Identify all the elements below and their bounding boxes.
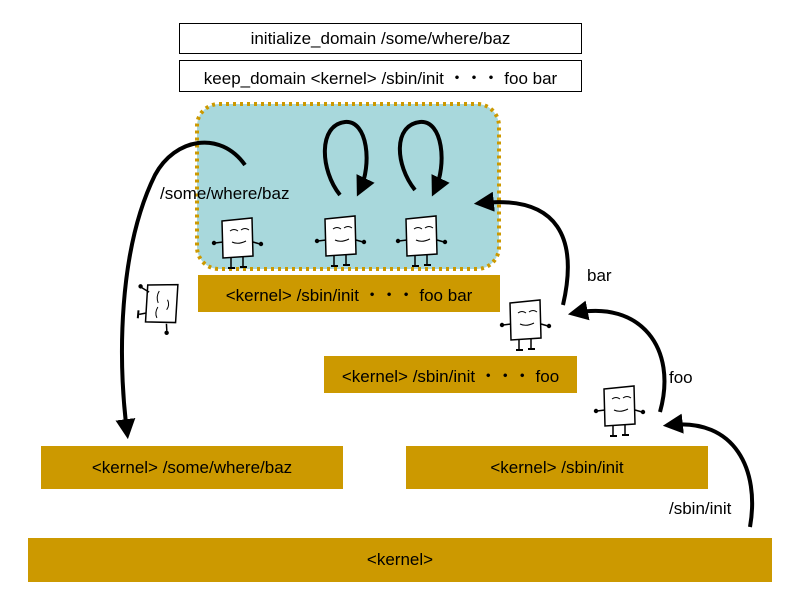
process-character — [592, 385, 647, 437]
initialize-domain-policy: initialize_domain /some/where/baz — [179, 23, 582, 54]
self-loop-arrow-1 — [322, 120, 375, 197]
process-character — [498, 299, 553, 351]
transition-label-baz: /some/where/baz — [160, 184, 290, 203]
arrow-bar-to-baz — [115, 140, 247, 440]
domain-label: <kernel> /sbin/init ・・・ foo bar — [225, 286, 473, 305]
process-character-moving — [136, 283, 179, 336]
domain-label: <kernel> /sbin/init — [490, 457, 624, 477]
arrow-kernel-to-init — [662, 413, 755, 528]
keep-domain-text: keep_domain <kernel> /sbin/init ・・・ foo … — [203, 68, 558, 88]
domain-label: <kernel> /sbin/init ・・・ foo — [341, 367, 560, 386]
domain-label: <kernel> — [366, 550, 434, 569]
transition-label-bar: bar — [587, 266, 612, 285]
keep-domain-policy: keep_domain <kernel> /sbin/init ・・・ foo … — [179, 60, 582, 92]
arrow-foo-to-bar — [473, 191, 570, 306]
domain-bar-baz: <kernel> /some/where/baz — [41, 446, 343, 489]
transition-label-foo: foo — [669, 368, 693, 387]
domain-bar-foo: <kernel> /sbin/init ・・・ foo — [324, 356, 577, 393]
transition-label-sbin-init: /sbin/init — [669, 499, 732, 518]
self-loop-arrow-2 — [397, 120, 450, 197]
arrow-init-to-foo — [567, 300, 667, 413]
domain-bar-foo-bar: <kernel> /sbin/init ・・・ foo bar — [198, 275, 500, 312]
domain-label: <kernel> /some/where/baz — [91, 457, 293, 477]
initialize-domain-text: initialize_domain /some/where/baz — [250, 28, 511, 48]
domain-bar-kernel: <kernel> — [28, 538, 772, 582]
domain-bar-sbin-init: <kernel> /sbin/init — [406, 446, 708, 489]
